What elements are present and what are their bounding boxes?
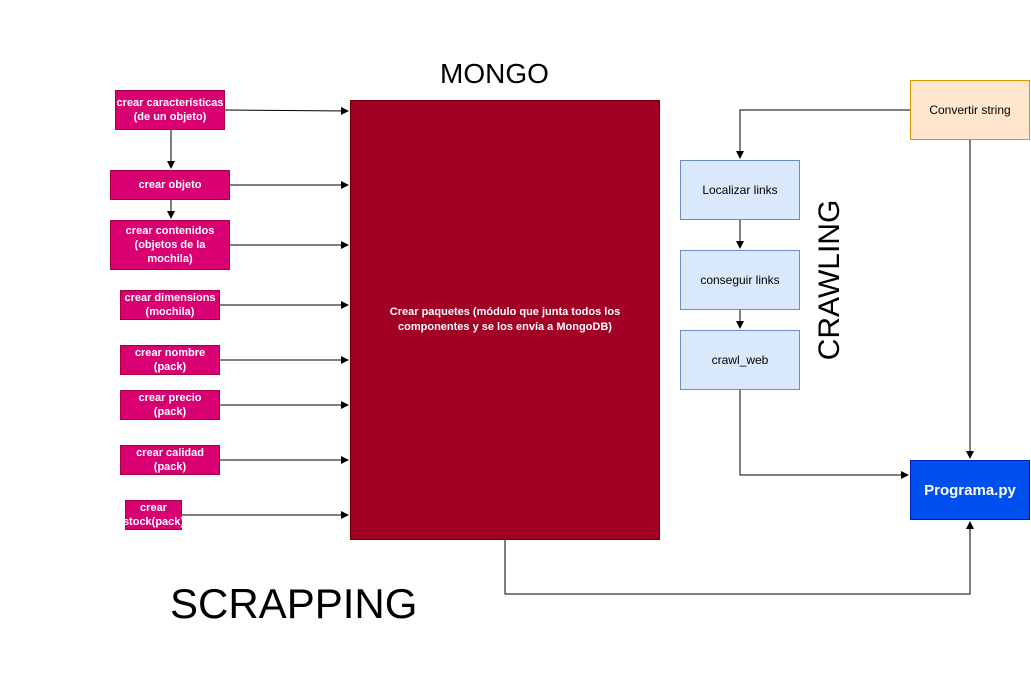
box-programa-py[interactable]: Programa.py [910, 460, 1030, 520]
box-crear-calidad[interactable]: crear calidad (pack) [120, 445, 220, 475]
arrow-caracteristicas-to-main [224, 106, 349, 115]
box-convertir-string[interactable]: Convertir string [910, 80, 1030, 140]
box-crawl-web[interactable]: crawl_web [680, 330, 800, 390]
box-crear-caracteristicas[interactable]: crear características (de un objeto) [115, 90, 225, 130]
box-crear-dimensions[interactable]: crear dimensions (mochila) [120, 290, 220, 320]
arrow-crawl-to-programa [739, 390, 909, 479]
mongo-label: MONGO [440, 58, 549, 89]
box-crear-precio[interactable]: crear precio (pack) [120, 390, 220, 420]
scrapping-label: SCRAPPING [170, 580, 418, 627]
box-crear-stock[interactable]: crear stock(pack) [122, 500, 185, 530]
arrow-main-to-programa [504, 521, 974, 595]
box-conseguir-links[interactable]: conseguir links [680, 250, 800, 310]
box-crear-paquetes[interactable]: Crear paquetes (módulo que junta todos l… [350, 100, 660, 540]
box-crear-contenidos[interactable]: crear contenidos (objetos de la mochila) [110, 220, 230, 270]
box-crear-objeto[interactable]: crear objeto [110, 170, 230, 200]
arrow-convertir-to-localizar [736, 109, 910, 159]
box-localizar-links[interactable]: Localizar links [680, 160, 800, 220]
box-crear-nombre[interactable]: crear nombre (pack) [120, 345, 220, 375]
